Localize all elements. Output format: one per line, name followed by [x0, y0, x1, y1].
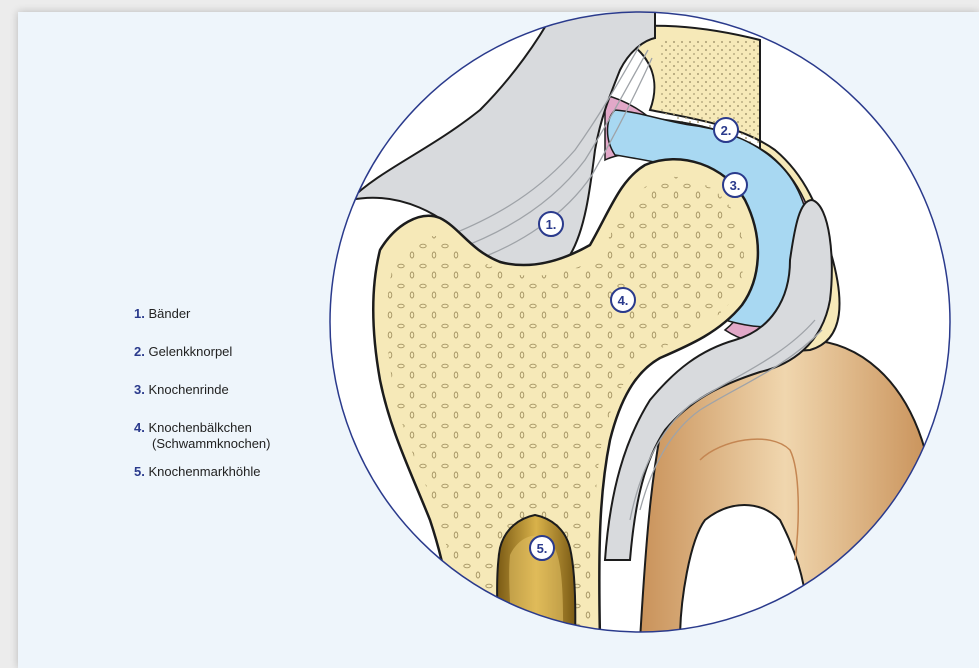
callout-label: 4.	[618, 293, 629, 308]
callout-label: 3.	[730, 178, 741, 193]
callout-label: 1.	[546, 217, 557, 232]
callout-label: 5.	[537, 541, 548, 556]
callout-label: 2.	[721, 123, 732, 138]
callout-marrow-cavity: 5.	[530, 536, 554, 560]
callout-ligaments: 1.	[539, 212, 563, 236]
callout-cartilage: 2.	[714, 118, 738, 142]
callout-trabeculae: 4.	[611, 288, 635, 312]
callout-cortex: 3.	[723, 173, 747, 197]
